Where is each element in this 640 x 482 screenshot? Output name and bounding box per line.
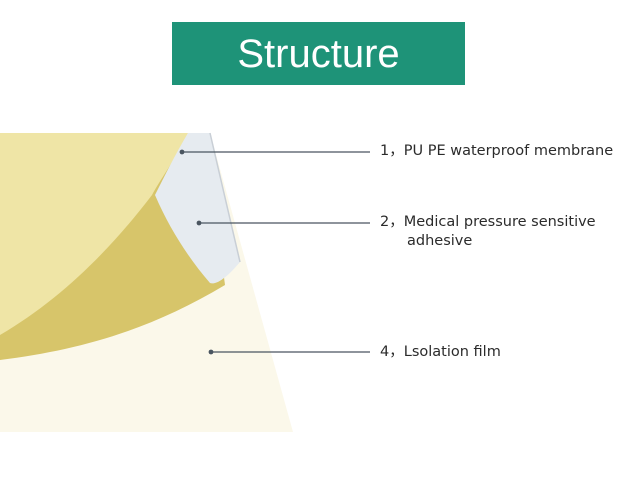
layer-number: 4， [380, 344, 404, 360]
layer-name-line2: adhesive [407, 233, 473, 249]
leader-dot-3 [208, 349, 214, 355]
leader-dot-1 [179, 149, 185, 155]
layer-number: 1， [380, 143, 404, 159]
layer-name: Lsolation film [403, 344, 501, 360]
title-banner: Structure [172, 22, 465, 85]
layer-number: 2， [380, 214, 404, 230]
page-title: Structure [237, 31, 400, 76]
layer-label-2: 2，Medical pressure sensitive adhesive [380, 213, 596, 251]
waterproof-membrane-layer [0, 133, 188, 335]
adhesive-edge-strip [155, 133, 240, 284]
leader-lines [179, 149, 370, 355]
layer-label-4: 4，Lsolation film [380, 343, 501, 362]
fold-edge-line [209, 132, 241, 263]
layer-name: PU PE waterproof membrane [403, 143, 614, 159]
layer-name: Medical pressure sensitive [403, 214, 596, 230]
layer-label-1: 1，PU PE waterproof membrane [380, 142, 613, 161]
leader-dot-2 [196, 220, 202, 226]
